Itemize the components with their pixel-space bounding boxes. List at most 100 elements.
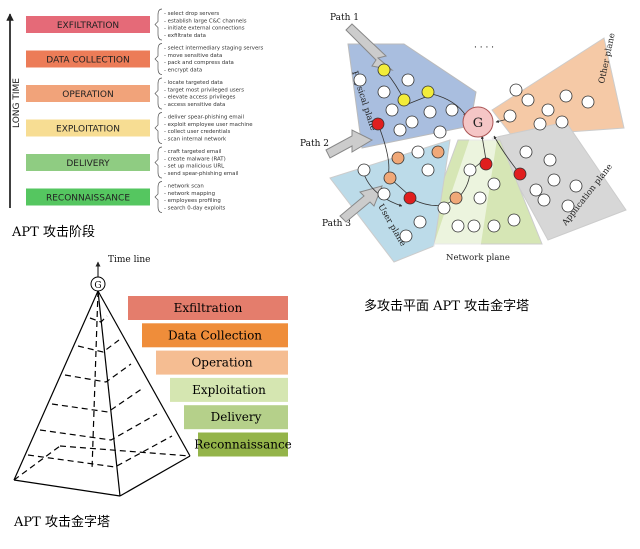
graph-node xyxy=(529,183,543,197)
graph-node xyxy=(377,187,391,201)
stage-activity: - locate targeted data xyxy=(164,80,223,86)
stage-label: RECONNAISSANCE xyxy=(46,194,130,204)
graph-node xyxy=(581,95,595,109)
pyramid-stage-box xyxy=(184,405,288,430)
graph-node xyxy=(487,177,501,191)
other-plane xyxy=(491,37,625,137)
graph-node xyxy=(541,103,555,117)
stage-box xyxy=(26,50,150,68)
graph-node xyxy=(503,109,517,123)
multi-plane-panel: Physical plane Other plane Application p… xyxy=(300,13,627,314)
stage-label: EXPLOITATION xyxy=(56,125,120,135)
stage-activity: - exfiltrate data xyxy=(164,33,206,39)
goal-node xyxy=(462,106,494,138)
graph-node xyxy=(507,213,521,227)
stage-activity: - craft targeted email xyxy=(164,149,221,155)
stage-box xyxy=(26,85,150,102)
stage-activity: - search 0-day exploits xyxy=(164,205,226,211)
graph-node xyxy=(519,145,533,159)
attack-graph: G xyxy=(353,63,595,243)
pyramid-stage-label: Exfiltration xyxy=(174,301,243,315)
graph-node xyxy=(383,171,397,185)
stage-activity: - deliver spear-phishing email xyxy=(164,115,244,121)
stage-box xyxy=(26,119,150,137)
graph-node xyxy=(559,89,573,103)
stage-activity: - pack and compress data xyxy=(164,60,234,66)
path3-label: Path 3 xyxy=(322,219,351,229)
graph-node xyxy=(421,163,435,177)
graph-node xyxy=(357,163,371,177)
path2-arrow xyxy=(325,129,374,159)
pyramid-stage-label: Exploitation xyxy=(192,383,266,397)
stage-box xyxy=(26,154,150,171)
graph-node xyxy=(451,219,465,233)
multi-plane-caption: 多攻击平面 APT 攻击金字塔 xyxy=(364,298,529,314)
stage-activity: - establish large C&C channels xyxy=(164,18,247,24)
stage-activity: - employees profiling xyxy=(164,198,221,204)
graph-node xyxy=(533,117,547,131)
pyramid-stage-box xyxy=(142,323,288,348)
stage-activity: - elevate access privileges xyxy=(164,95,236,101)
stage-activity: - select drop servers xyxy=(164,11,219,17)
apt-stages-caption: APT 攻击阶段 xyxy=(11,225,95,240)
graph-node xyxy=(399,229,413,243)
graph-node xyxy=(555,115,569,129)
stage-activity: - encrypt data xyxy=(164,67,202,73)
graph-node xyxy=(473,191,487,205)
graph-node xyxy=(353,73,367,87)
graph-node xyxy=(397,93,411,107)
stage-activity: - send spear-phishing email xyxy=(164,171,238,177)
graph-node xyxy=(569,179,583,193)
path1-label: Path 1 xyxy=(330,13,359,23)
graph-node xyxy=(403,191,417,205)
graph-node xyxy=(433,125,447,139)
time-axis-label: LONG TIME xyxy=(12,78,22,128)
graph-node xyxy=(377,85,391,99)
stage-activity: - network scan xyxy=(164,184,204,190)
path2-label: Path 2 xyxy=(300,139,329,149)
graph-node xyxy=(487,219,501,233)
apt-stages-panel: LONG TIME EXFILTRATION- select drop serv… xyxy=(6,8,264,240)
graph-node xyxy=(513,167,527,181)
pyramid-layers xyxy=(13,290,191,481)
pyramid-stage-label: Data Collection xyxy=(168,328,262,342)
pyramid-stage-label: Operation xyxy=(191,356,252,370)
graph-node xyxy=(413,215,427,229)
graph-node xyxy=(479,157,493,171)
graph-node xyxy=(521,93,535,107)
graph-node xyxy=(449,191,463,205)
graph-node xyxy=(401,73,415,87)
pyramid-caption: APT 攻击金字塔 xyxy=(13,514,110,530)
stage-label: OPERATION xyxy=(62,90,114,100)
continuation-dots: · · · · xyxy=(474,43,494,53)
graph-node xyxy=(385,103,399,117)
stage-brace xyxy=(154,43,163,75)
stage-activity: - set up malicious URL xyxy=(164,164,224,170)
graph-node xyxy=(445,103,459,117)
pyramid-stage-box xyxy=(170,377,288,402)
stage-activity: - move sensitive data xyxy=(164,53,222,59)
graph-node xyxy=(437,201,451,215)
stage-activity: - network mapping xyxy=(164,191,215,197)
stage-activity: - target most privileged users xyxy=(164,87,244,93)
stage-brace xyxy=(154,112,163,144)
stage-brace xyxy=(154,181,163,213)
stage-brace xyxy=(154,8,163,41)
graph-node xyxy=(393,123,407,137)
pyramid-stage-box xyxy=(128,296,288,320)
graph-node xyxy=(405,115,419,129)
graph-node xyxy=(411,145,425,159)
timeline-label: Time line xyxy=(108,255,150,265)
stage-label: DATA COLLECTION xyxy=(46,56,129,66)
pyramid-stage-box xyxy=(156,350,288,375)
graph-node xyxy=(391,151,405,165)
stage-activity: - create malware (RAT) xyxy=(164,156,226,162)
graph-node xyxy=(371,117,385,131)
graph-node xyxy=(467,219,481,233)
stage-box xyxy=(26,188,150,206)
stage-activity: - select intermediary staging servers xyxy=(164,46,264,52)
network-plane-label: Network plane xyxy=(446,253,510,263)
stage-activity: - exploit employee user machine xyxy=(164,122,253,128)
